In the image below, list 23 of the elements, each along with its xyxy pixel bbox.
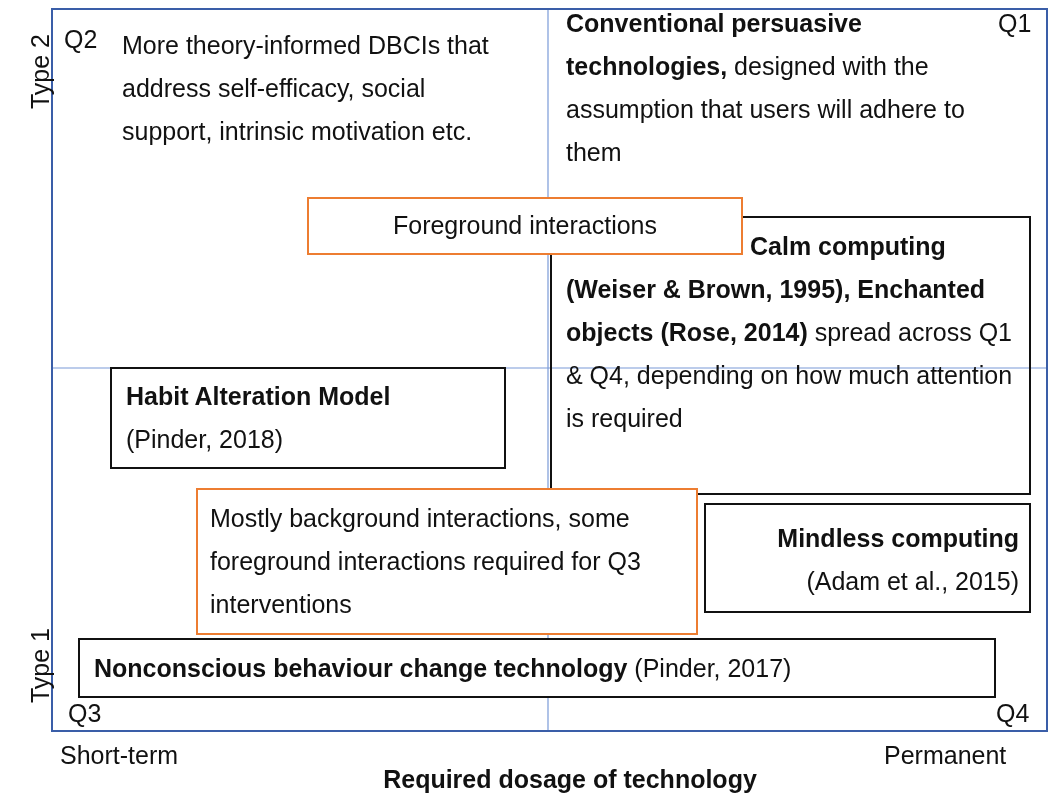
box-text: (Adam et al., 2015) — [805, 566, 1019, 597]
axis-label: Type 1 — [24, 626, 55, 706]
concept-box — [78, 638, 996, 698]
quadrant-label: Q4 — [996, 698, 1031, 729]
box-text: Foreground interactions — [391, 210, 658, 241]
axis-tick-label: Short-term — [60, 740, 180, 771]
quadrant-label: Q3 — [68, 698, 103, 729]
interaction-box — [307, 197, 743, 255]
quadrant-label: Q1 — [998, 8, 1033, 39]
interaction-box — [196, 488, 698, 635]
quadrant-description: More theory-informed DBCIs that address self-efficacy, social support, intrinsic motivation etc. — [122, 30, 490, 147]
box-heading: Habit Alteration Model — [126, 381, 392, 412]
concept-box — [704, 503, 1031, 613]
axis-tick-label: Permanent — [884, 740, 1008, 771]
quadrant-description: Conventional persuasive technologies, designed with the assumption that users will adhere to them — [566, 8, 966, 168]
box-heading: Mindless computing — [776, 523, 1019, 554]
box-text: (Pinder, 2018) — [126, 424, 285, 455]
model-box — [110, 367, 506, 469]
axis-title: Required dosage of technology — [382, 764, 758, 795]
axis-label: Type 2 — [24, 32, 55, 112]
box-text: Nonconscious behaviour change technology (Pinder, 2017) — [94, 653, 793, 684]
quadrant-label: Q2 — [64, 24, 99, 55]
box-text: Mostly background interactions, some foreground interactions required for Q3 interventions — [210, 503, 642, 620]
